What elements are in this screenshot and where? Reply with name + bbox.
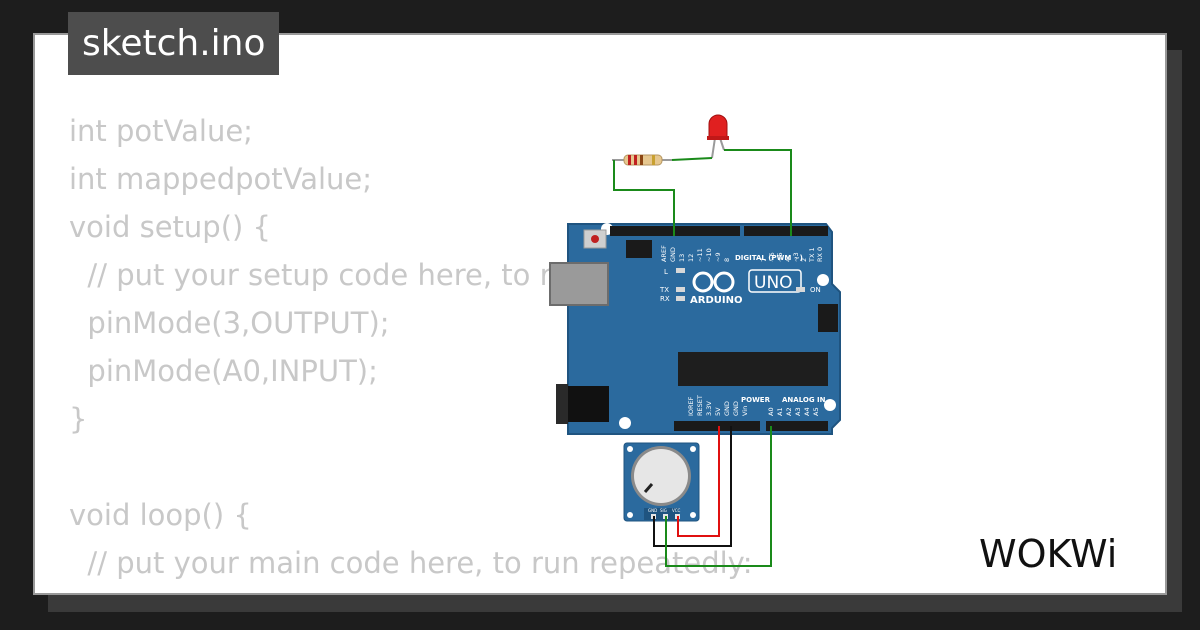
pin-label: ~3	[792, 252, 800, 262]
code-line: pinMode(A0,INPUT);	[69, 354, 378, 388]
pin-label: GND	[723, 401, 731, 416]
wokwi-logo: WOKWi	[979, 532, 1117, 576]
model-label: UNO	[754, 273, 793, 293]
icsp-header-top	[626, 240, 652, 258]
pin-label: 13	[678, 254, 686, 262]
pin-label: ~5	[776, 252, 784, 262]
pin-label: Vin	[741, 406, 749, 416]
microcontroller-chip	[678, 352, 828, 386]
wokwi-logo-text: WOKWi	[979, 532, 1117, 576]
pin-label: 2	[800, 258, 808, 262]
code-line: // put your main code here, to run repea…	[69, 546, 753, 580]
pot-knob-pointer	[643, 483, 654, 493]
indicator-label-rx: RX	[660, 295, 670, 303]
icsp-header-right	[818, 304, 838, 332]
pin-label: TX 1	[808, 247, 816, 263]
pot-pin-label: SIG	[660, 508, 667, 513]
indicator-leds: L TX RX ON	[659, 268, 821, 303]
pin-label: RX 0	[816, 247, 824, 262]
code-line: void loop() {	[69, 498, 252, 532]
pin-label: A1	[776, 407, 784, 416]
arduino-logo	[692, 271, 735, 293]
reset-button-cap	[591, 235, 599, 243]
power-label: POWER	[741, 396, 771, 404]
pin-label: A4	[803, 407, 811, 416]
code-preview: int potValue; int mappedpotValue; void set…	[69, 107, 753, 593]
pin-label: 3.3V	[705, 401, 713, 416]
pin-label: GND	[669, 247, 677, 262]
pin-label: A0	[767, 407, 775, 416]
red-led[interactable]	[707, 114, 729, 159]
pin-label: ~11	[696, 248, 704, 262]
pin-label: 5V	[714, 407, 722, 416]
indicator-label-l: L	[664, 268, 668, 276]
code-line: int potValue;	[69, 114, 253, 148]
file-tab[interactable]: sketch.ino	[68, 12, 280, 75]
pin-label: 12	[687, 254, 695, 262]
code-line: }	[69, 402, 88, 436]
mounting-hole	[619, 417, 631, 429]
arduino-uno-board[interactable]: ARDUINO UNO DIGITAL (PWM ~) POWER ANALOG…	[549, 223, 841, 435]
wire-pot-green	[665, 426, 772, 567]
code-line: pinMode(3,OUTPUT);	[69, 306, 390, 340]
pin-label: 7	[760, 258, 768, 262]
pot-pin-label: GND	[648, 508, 657, 513]
pin-label: ~10	[705, 248, 713, 262]
power-jack-rim	[556, 384, 568, 424]
pin-label: IOREF	[687, 396, 695, 416]
wire-pot-red	[677, 426, 720, 537]
pin-label: A2	[785, 407, 793, 416]
wire-led-green	[613, 149, 792, 236]
indicator-label-tx: TX	[659, 286, 669, 294]
indicator-label-on: ON	[810, 286, 821, 294]
mounting-hole	[817, 274, 829, 286]
pin-label: 8	[723, 258, 731, 262]
usb-port	[549, 262, 609, 306]
brand-label: ARDUINO	[690, 295, 742, 306]
analog-header	[766, 421, 828, 431]
analog-label: ANALOG IN	[782, 396, 826, 404]
pin-label: 4	[784, 258, 792, 262]
model-badge	[748, 269, 802, 293]
code-line: int mappedpotValue;	[69, 162, 373, 196]
resistor[interactable]	[612, 154, 672, 166]
pin-label: GND	[732, 401, 740, 416]
mounting-hole	[824, 399, 836, 411]
pin-label: AREF	[660, 245, 668, 262]
power-header	[674, 421, 760, 431]
pin-label: ~9	[714, 252, 722, 262]
pin-label: A3	[794, 407, 802, 416]
pin-label: A5	[812, 407, 820, 416]
wire-pot-black	[653, 426, 732, 547]
digital-header-right	[744, 226, 828, 236]
code-line: void setup() {	[69, 210, 271, 244]
pin-label: ~6	[768, 252, 776, 262]
pot-pin-label: VCC	[672, 508, 681, 513]
digital-header-label: DIGITAL (PWM ~)	[735, 254, 803, 262]
pin-label: RESET	[696, 395, 704, 416]
